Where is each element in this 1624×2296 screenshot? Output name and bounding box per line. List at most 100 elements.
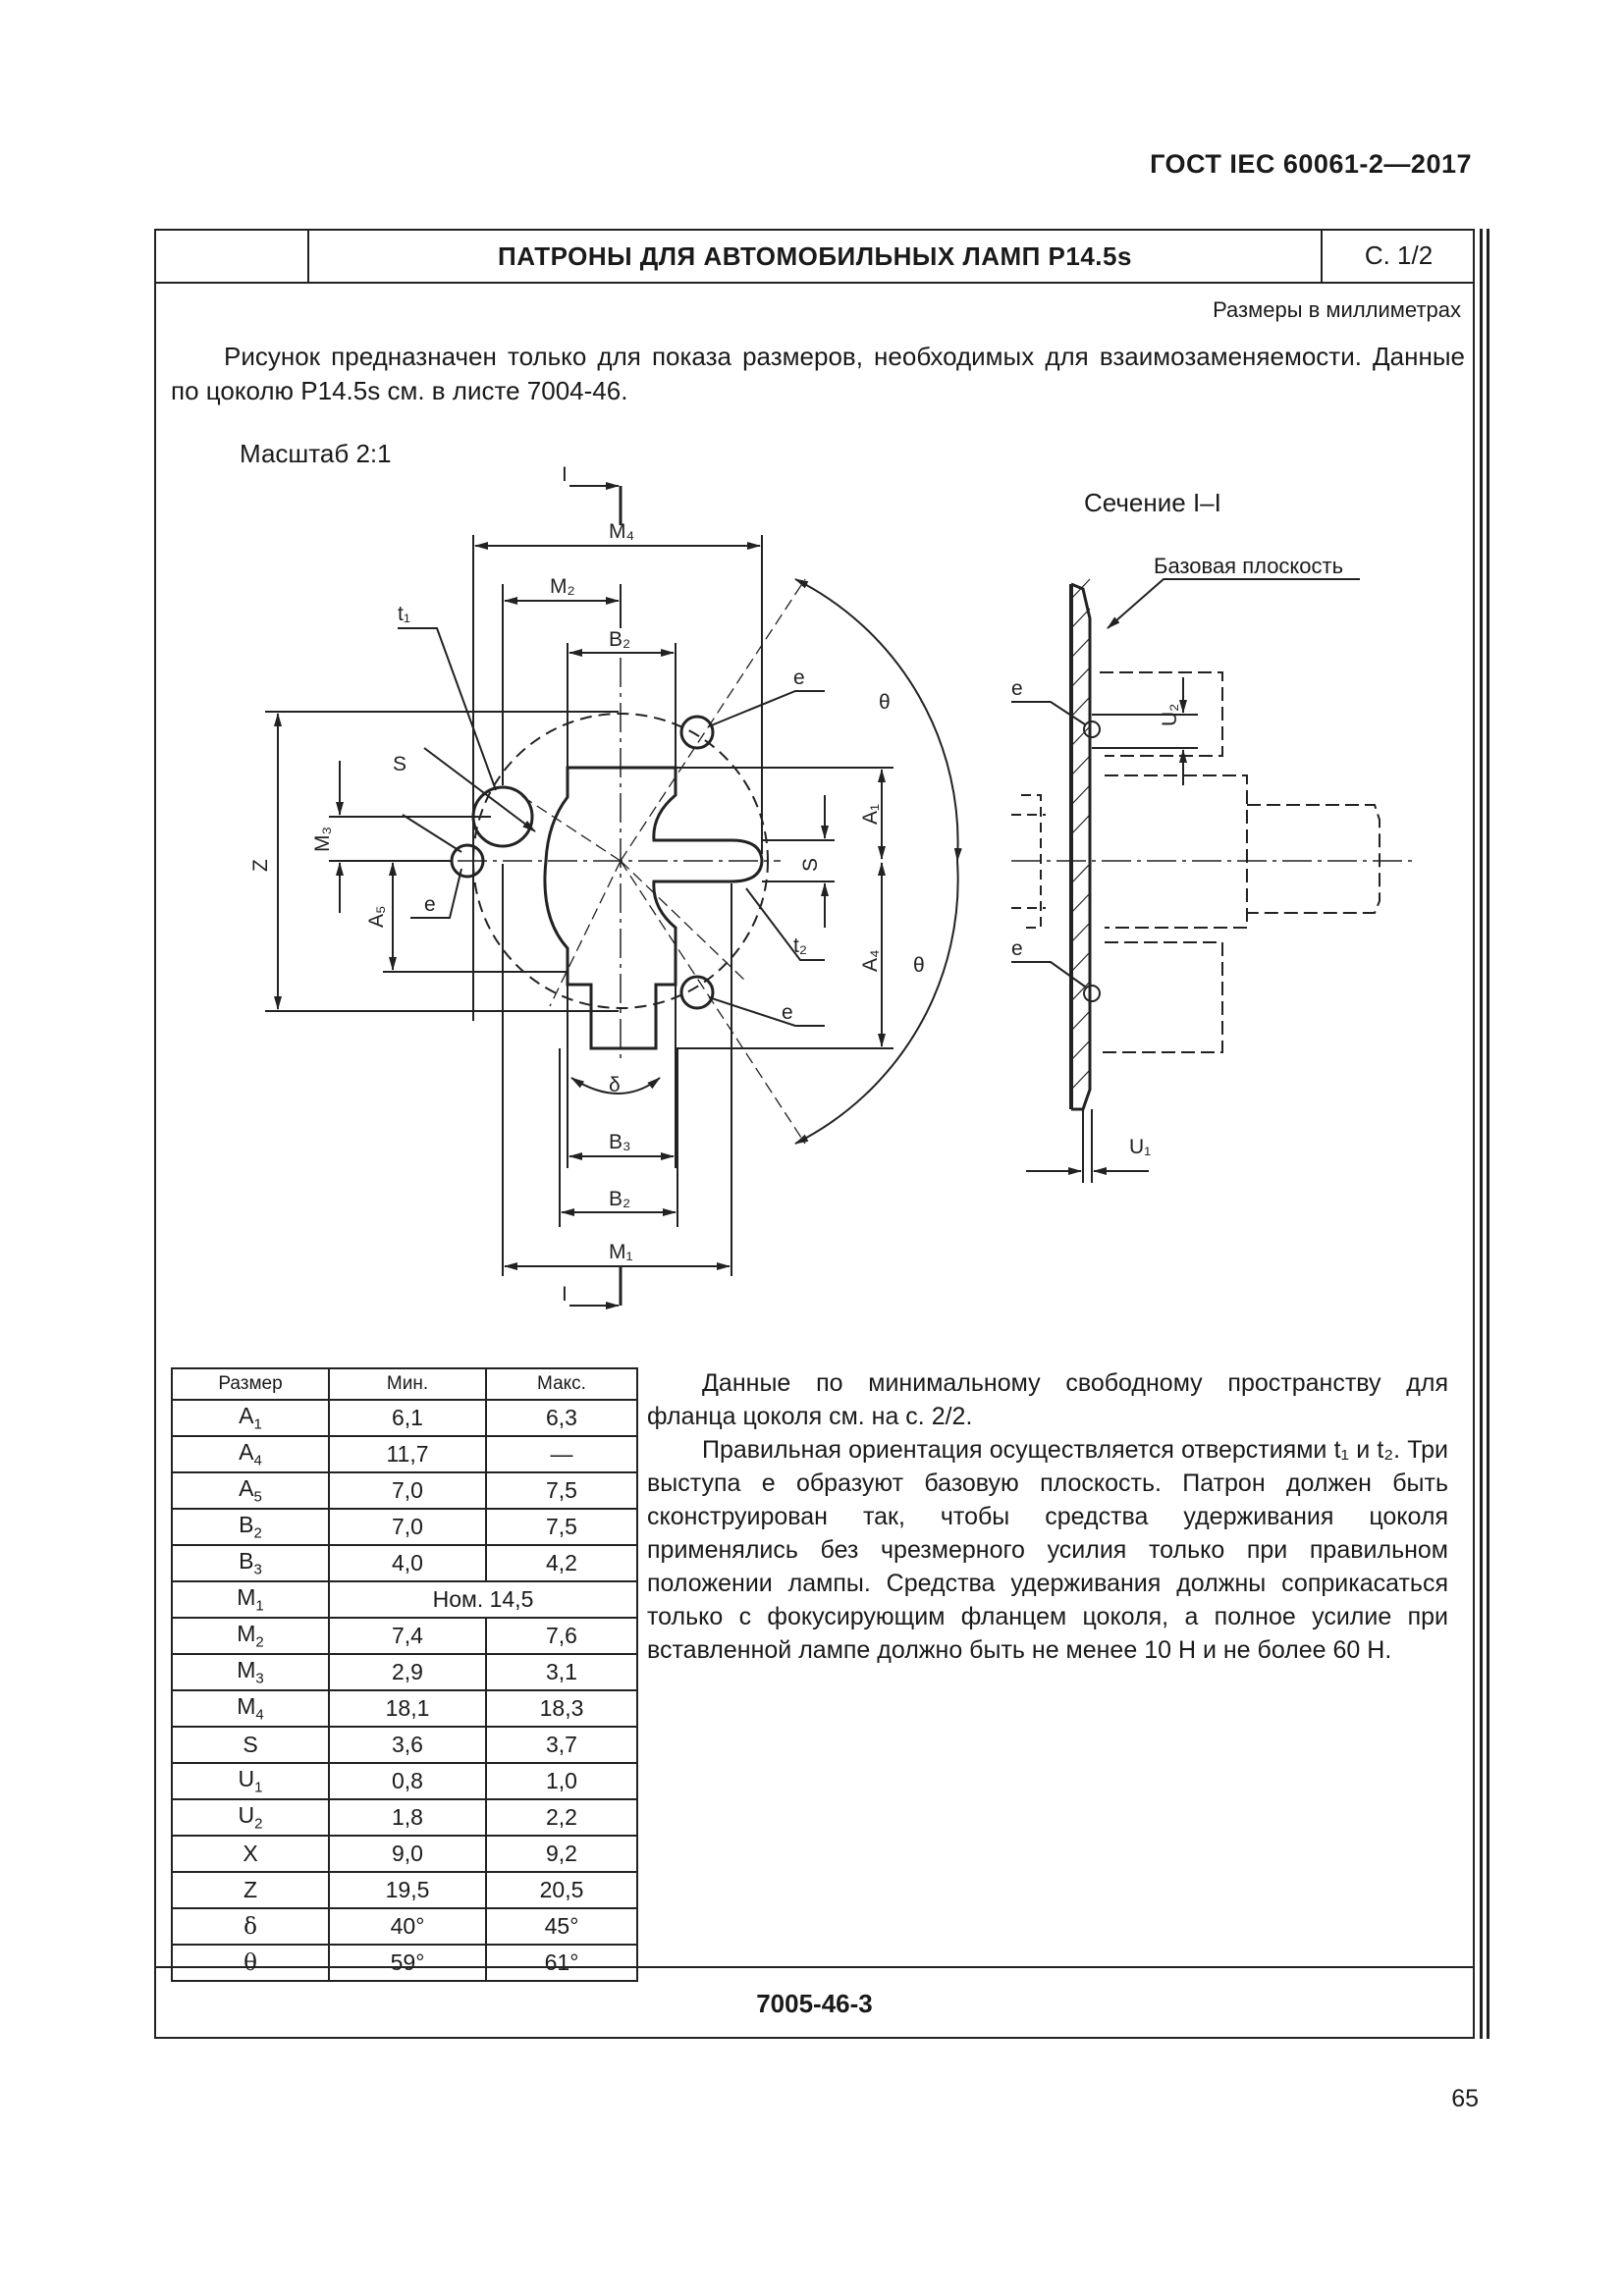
label-M2: M₂ — [550, 575, 575, 598]
label-S-right: S — [799, 858, 822, 872]
label-A4: A₄ — [859, 949, 882, 972]
dimension-name: M2 — [171, 1617, 330, 1655]
label-A5: A₅ — [365, 906, 388, 928]
dimension-max: 4,2 — [485, 1544, 638, 1582]
note-paragraph-2: Правильная ориентация осуществляется отв… — [647, 1436, 1448, 1664]
dimension-min: 6,1 — [328, 1399, 487, 1437]
sheet-title: ПАТРОНЫ ДЛЯ АВТОМОБИЛЬНЫХ ЛАМП P14.5s — [498, 241, 1132, 271]
dimension-max: 20,5 — [485, 1871, 638, 1909]
dimension-max: 1,0 — [485, 1762, 638, 1800]
notes-block: Данные по минимальному свободному простр… — [647, 1366, 1448, 1667]
label-e-section-top: e — [1011, 677, 1023, 700]
col-header-min: Мин. — [328, 1367, 487, 1401]
label-e-section-bottom: e — [1011, 937, 1023, 960]
dimension-min: 3,6 — [328, 1726, 487, 1764]
dimension-max: 3,1 — [485, 1653, 638, 1691]
standard-number: ГОСТ IEC 60061-2—2017 — [1150, 149, 1472, 179]
dimension-nominal: Ном. 14,5 — [328, 1580, 638, 1619]
scale-label: Масштаб 2:1 — [240, 439, 392, 468]
e-boss-bottom — [679, 975, 715, 1010]
footer-divider — [154, 1966, 1475, 1968]
sheet-frame — [154, 229, 1475, 2039]
dimension-min: 18,1 — [328, 1689, 487, 1728]
dimension-name: M1 — [171, 1580, 330, 1619]
frame-double-line — [1480, 229, 1483, 2039]
col-header-max: Макс. — [485, 1367, 638, 1401]
label-A1: A₁ — [859, 804, 882, 825]
label-B2-top: B₂ — [609, 628, 630, 651]
dimension-name: X — [171, 1835, 330, 1873]
label-section-bottom: I — [562, 1283, 568, 1306]
label-theta-top: θ — [879, 691, 891, 714]
dimension-min: 9,0 — [328, 1835, 487, 1873]
dimension-max: 3,7 — [485, 1726, 638, 1764]
dimension-max: 2,2 — [485, 1798, 638, 1837]
dimension-name: M4 — [171, 1689, 330, 1728]
intro-paragraph: Рисунок предназначен только для показа р… — [171, 342, 1465, 405]
dimension-max: 6,3 — [485, 1399, 638, 1437]
label-Z: Z — [249, 859, 272, 872]
label-theta-bottom: θ — [913, 954, 925, 977]
page-number: 65 — [1451, 2085, 1479, 2112]
label-delta: δ — [609, 1074, 621, 1096]
dimension-name: U1 — [171, 1762, 330, 1800]
dimension-name: Z — [171, 1871, 330, 1909]
dimension-name: B2 — [171, 1508, 330, 1546]
section-title: Сечение I–I — [1084, 488, 1221, 517]
dimension-min: 0,8 — [328, 1762, 487, 1800]
header-row — [154, 229, 1475, 284]
e-boss-top — [679, 715, 715, 750]
dimension-min: 7,4 — [328, 1617, 487, 1655]
dimension-max: — — [485, 1435, 638, 1473]
dimension-max: 7,6 — [485, 1617, 638, 1655]
units-note: Размеры в миллиметрах — [1213, 297, 1461, 322]
dimension-min: 40° — [328, 1907, 487, 1946]
dimension-min: 19,5 — [328, 1871, 487, 1909]
dimension-name: U2 — [171, 1798, 330, 1837]
label-M3: M₃ — [311, 827, 334, 852]
dimension-name: θ — [171, 1944, 330, 1982]
dimension-min: 7,0 — [328, 1471, 487, 1510]
label-e-bottom: e — [782, 1001, 793, 1024]
dimension-max: 7,5 — [485, 1471, 638, 1510]
dimension-min: 4,0 — [328, 1544, 487, 1582]
dimension-min: 11,7 — [328, 1435, 487, 1473]
sheet-page-indicator: С. 1/2 — [1321, 229, 1475, 284]
label-t1: t₁ — [398, 603, 410, 625]
dimension-name: S — [171, 1726, 330, 1764]
label-section-top: I — [562, 463, 568, 486]
dimension-name: δ — [171, 1907, 330, 1946]
dimension-max: 45° — [485, 1907, 638, 1946]
dimension-name: M3 — [171, 1653, 330, 1691]
label-B3: B₃ — [609, 1131, 631, 1153]
label-e-top: e — [793, 667, 805, 689]
dimension-min: 59° — [328, 1944, 487, 1982]
note-paragraph-1: Данные по минимальному свободному простр… — [647, 1369, 1448, 1430]
header-empty-cell — [154, 229, 309, 284]
label-e-left: e — [424, 893, 436, 916]
dimension-max: 18,3 — [485, 1689, 638, 1728]
socket-body-outline — [543, 766, 764, 1050]
dimension-name: A1 — [171, 1399, 330, 1437]
dimension-min: 7,0 — [328, 1508, 487, 1546]
dimension-max: 7,5 — [485, 1508, 638, 1546]
sheet-code: 7005-46-3 — [756, 1989, 873, 2018]
base-plane-label: Базовая плоскость — [1154, 554, 1344, 578]
label-U1: U₁ — [1129, 1136, 1151, 1158]
